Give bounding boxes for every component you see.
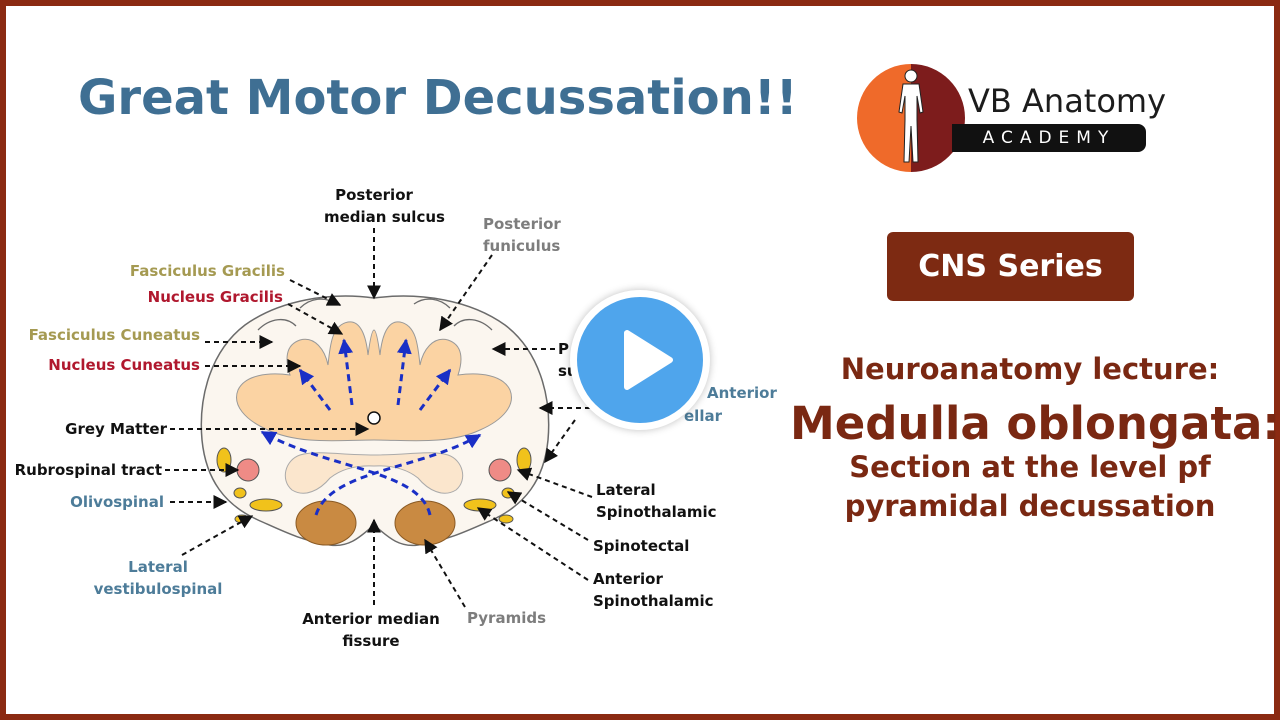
leader-anterior-spinothalamic: [476, 507, 589, 581]
human-figure-icon: [898, 69, 924, 163]
label-line: P: [558, 340, 569, 358]
leader-fasciculus-gracilis: [289, 279, 342, 306]
blue-arrow-decussation-1: [314, 433, 482, 516]
pyramid-right: [394, 500, 456, 546]
pyramid-left: [295, 500, 357, 546]
logo-right-half: [911, 64, 965, 172]
leader-pyramids: [424, 538, 466, 608]
lecture-subtitle: Neuroanatomy lecture:: [840, 352, 1220, 386]
label-grey-matter: Grey Matter: [65, 420, 167, 438]
blue-arrow-2: [338, 338, 354, 406]
tract-olivospinal-left: [249, 498, 283, 512]
blue-arrow-decussation-2: [260, 430, 432, 516]
blue-arrow-4: [418, 368, 452, 411]
label-anterior-spinothalamic: Anterior Spinothalamic: [593, 568, 714, 612]
tract-right-4: [498, 514, 514, 524]
tract-right-1: [516, 447, 532, 473]
label-line: Posterior: [335, 186, 413, 204]
label-spinotectal: Spinotectal: [593, 537, 690, 555]
label-anterior-spinocerebellar: Anterior: [707, 384, 777, 402]
label-line: fissure: [342, 632, 400, 650]
logo-emblem: [857, 64, 965, 172]
lecture-detail-line-1: Section at the level pf: [849, 450, 1211, 484]
leader-spinotectal: [506, 491, 589, 541]
leader-anterior-spinocerebellar-2: [544, 419, 576, 464]
label-anterior-spinocerebellar-end: ellar: [684, 407, 722, 425]
label-line: Anterior: [593, 570, 663, 588]
tract-rubrospinal-right: [488, 458, 512, 482]
anterior-horns: [284, 452, 464, 494]
label-olivospinal: Olivospinal: [70, 493, 164, 511]
label-nucleus-gracilis: Nucleus Gracilis: [147, 288, 283, 306]
label-line: Spinothalamic: [593, 592, 714, 610]
label-pyramids: Pyramids: [467, 609, 547, 627]
page-title: Great Motor Decussation!!: [78, 70, 798, 126]
central-canal: [367, 411, 381, 425]
label-rubrospinal-tract: Rubrospinal tract: [14, 461, 162, 479]
label-line: Spinothalamic: [596, 503, 717, 521]
label-anterior-median-fissure: Anterior median fissure: [300, 608, 442, 652]
label-line: funiculus: [483, 237, 561, 255]
lecture-detail-line-2: pyramidal decussation: [844, 489, 1216, 523]
label-lateral-spinothalamic: Lateral Spinothalamic: [596, 479, 717, 523]
tract-rubrospinal-left: [236, 458, 260, 482]
logo-left-half: [857, 64, 911, 172]
play-button[interactable]: [570, 290, 710, 430]
grey-matter-shape: [236, 321, 512, 442]
label-line: Lateral: [596, 481, 656, 499]
leader-lateral-vestibulospinal: [181, 515, 254, 556]
logo-brand-text: VB Anatomy: [968, 82, 1167, 120]
label-posterior-funiculus: Posterior funiculus: [483, 213, 561, 257]
series-badge: CNS Series: [887, 232, 1134, 301]
leader-posterior-funiculus: [439, 254, 493, 332]
label-posterior-median-sulcus: Posterior median sulcus: [324, 184, 445, 228]
blue-arrow-1: [298, 368, 332, 411]
label-line: median sulcus: [324, 208, 445, 226]
label-fasciculus-gracilis: Fasciculus Gracilis: [129, 262, 285, 280]
lecture-topic: Medulla oblongata:: [790, 397, 1280, 450]
tract-left-2: [233, 487, 247, 499]
label-fasciculus-cuneatus: Fasciculus Cuneatus: [28, 326, 200, 344]
label-nucleus-cuneatus: Nucleus Cuneatus: [48, 356, 200, 374]
logo-sub-text: ACADEMY: [952, 124, 1146, 152]
label-line: Posterior: [483, 215, 561, 233]
dorsal-edge: [257, 298, 493, 331]
label-line: Lateral: [128, 558, 188, 576]
leader-nucleus-gracilis: [287, 303, 344, 335]
play-icon: [624, 330, 673, 390]
blue-arrow-3: [396, 338, 412, 406]
label-line: vestibulospinal: [93, 580, 223, 598]
leader-lateral-spinothalamic: [516, 467, 593, 498]
label-line: Anterior median: [302, 610, 440, 628]
label-lateral-vestibulospinal: Lateral vestibulospinal: [60, 556, 256, 600]
tract-left-1: [216, 447, 232, 473]
